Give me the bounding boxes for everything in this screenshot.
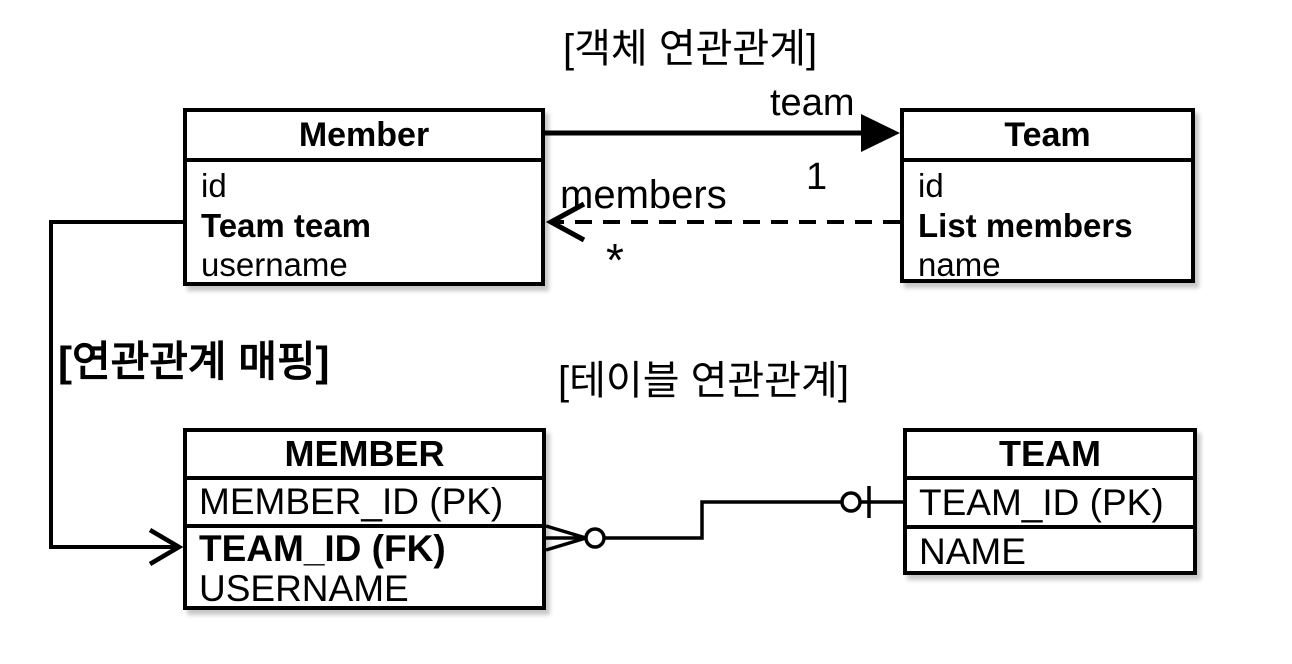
team-class-title: Team bbox=[904, 112, 1191, 162]
arrowhead-open-icon bbox=[545, 201, 586, 243]
multiplicity-many-label: * bbox=[606, 234, 624, 286]
team-association-arrow bbox=[545, 114, 900, 152]
team-class-fields: id List members name bbox=[904, 162, 1191, 285]
team-table-row-name: NAME bbox=[919, 531, 1026, 572]
members-association-arrow bbox=[545, 201, 900, 243]
table-association-label: [테이블 연관관계] bbox=[558, 359, 849, 403]
member-class-title: Member bbox=[187, 112, 541, 162]
member-field-team: Team team bbox=[201, 206, 371, 244]
member-field-id: id bbox=[201, 167, 227, 204]
members-role-label: members bbox=[560, 173, 727, 217]
arrowhead-open-icon bbox=[148, 528, 184, 566]
team-field-name: name bbox=[918, 246, 1001, 283]
team-table-title: TEAM bbox=[907, 432, 1193, 480]
arrowhead-filled-icon bbox=[861, 114, 900, 152]
member-table-row-username: USERNAME bbox=[199, 569, 409, 609]
team-role-label: team bbox=[770, 82, 855, 124]
zero-circle-icon bbox=[840, 491, 862, 513]
member-class-box: Member id Team team username bbox=[183, 108, 545, 286]
member-table-compartment: TEAM_ID (FK) USERNAME bbox=[187, 528, 542, 609]
member-table-row-pk: MEMBER_ID (PK) bbox=[187, 480, 542, 528]
team-table-box: TEAM TEAM_ID (PK) NAME bbox=[903, 428, 1197, 575]
member-table-row-fk: TEAM_ID (FK) bbox=[199, 529, 446, 569]
team-class-box: Team id List members name bbox=[900, 108, 1195, 283]
multiplicity-one-label: 1 bbox=[806, 156, 828, 198]
member-class-fields: id Team team username bbox=[187, 162, 541, 285]
mapping-connector-arrow bbox=[49, 220, 184, 566]
association-mapping-label: [연관관계 매핑] bbox=[58, 338, 330, 385]
team-field-members: List members bbox=[918, 206, 1133, 244]
team-field-id: id bbox=[918, 167, 944, 204]
team-table-row-pk: TEAM_ID (PK) bbox=[907, 480, 1193, 529]
crows-foot-many-icon bbox=[545, 524, 587, 552]
object-association-label: [객체 연관관계] bbox=[563, 27, 818, 71]
zero-circle-icon bbox=[584, 527, 606, 549]
member-table-box: MEMBER MEMBER_ID (PK) TEAM_ID (FK) USERN… bbox=[183, 428, 546, 610]
fk-relationship-connector bbox=[545, 486, 903, 552]
member-field-username: username bbox=[201, 246, 348, 283]
member-table-title: MEMBER bbox=[187, 432, 542, 480]
